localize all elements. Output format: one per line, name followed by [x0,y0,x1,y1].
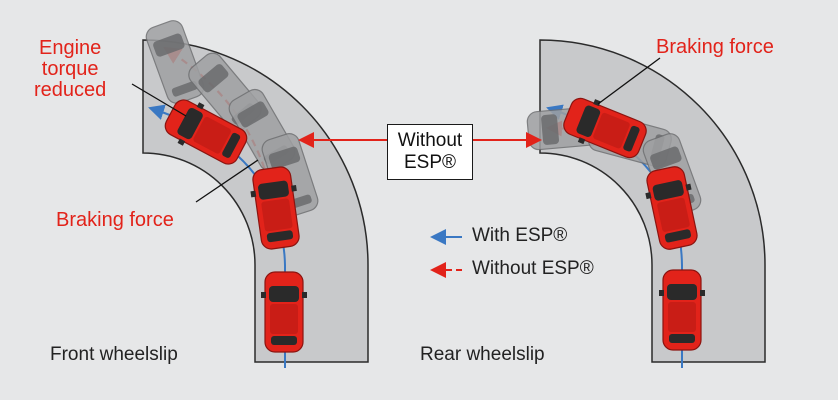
leader-engine-torque [131,83,187,117]
front-wheelslip-caption: Front wheelslip [50,344,178,365]
without-esp-box-line-1: Without [397,130,463,152]
legend-without-esp-label: Without ESP® [472,258,594,279]
engine-torque-line-2: torque [41,58,99,80]
legend-with-esp: With ESP® [472,226,567,246]
legend-with-esp-label: With ESP® [472,225,568,246]
rear-wheelslip-caption: Rear wheelslip [420,344,545,365]
leader-braking-right [597,57,661,105]
engine-torque-line-3: reduced [34,79,107,101]
braking-force-label-left: Braking force [56,209,174,231]
legend-without-esp: Without ESP® [472,259,594,279]
engine-torque-label: Engine torque reduced [34,38,106,101]
engine-torque-line-1: Engine [39,37,102,59]
without-esp-box-line-2: ESP® [403,152,457,173]
without-esp-box: Without ESP® [387,124,473,180]
leader-braking-left [195,159,259,203]
car-right-bottom [658,269,706,351]
braking-force-label-right: Braking force [656,36,774,58]
car-left-bottom [260,271,308,353]
